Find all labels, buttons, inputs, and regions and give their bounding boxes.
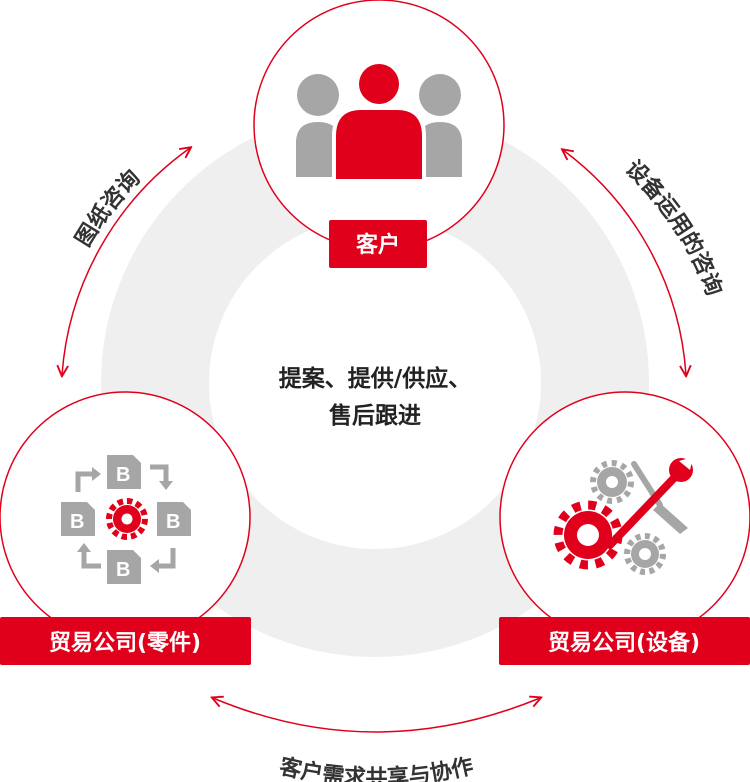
parts-node: B B B B: [0, 391, 251, 665]
small-gear-bottom-icon: [624, 533, 666, 575]
large-gear-icon: [553, 500, 623, 570]
equipment-label: 贸易公司(设备): [548, 630, 700, 656]
customer-node: 客户: [253, 0, 505, 268]
svg-text:B: B: [70, 511, 84, 533]
equipment-label-box: [499, 617, 750, 665]
equipment-node: 贸易公司(设备): [499, 391, 750, 665]
wrench-icon: [606, 457, 693, 549]
bottom-flow-label: 客户需求共享与协作: [277, 753, 476, 782]
parts-label-box: [0, 617, 251, 665]
svg-text:B: B: [116, 559, 130, 581]
document-cycle-gear-icon: B B B B: [61, 455, 191, 584]
bottom-flow-arrow: [213, 698, 540, 733]
parts-label: 贸易公司(零件): [49, 631, 201, 656]
gears-tools-icon: [553, 457, 693, 575]
gear-icon: [106, 498, 148, 540]
center-text-line2: 售后跟进: [329, 402, 421, 429]
left-flow-arrow: [62, 148, 190, 375]
svg-text:B: B: [116, 464, 130, 486]
center-text-line1: 提案、提供/供应、: [279, 365, 471, 392]
people-group-icon: [296, 60, 462, 183]
small-gear-top-icon: [590, 460, 634, 504]
svg-text:B: B: [166, 511, 180, 533]
equipment-circle: [499, 391, 750, 643]
customer-label-box: [329, 220, 427, 268]
right-flow-arrow: [563, 150, 686, 375]
customer-label: 客户: [356, 232, 400, 258]
left-flow-label: 图纸咨询: [71, 165, 145, 251]
